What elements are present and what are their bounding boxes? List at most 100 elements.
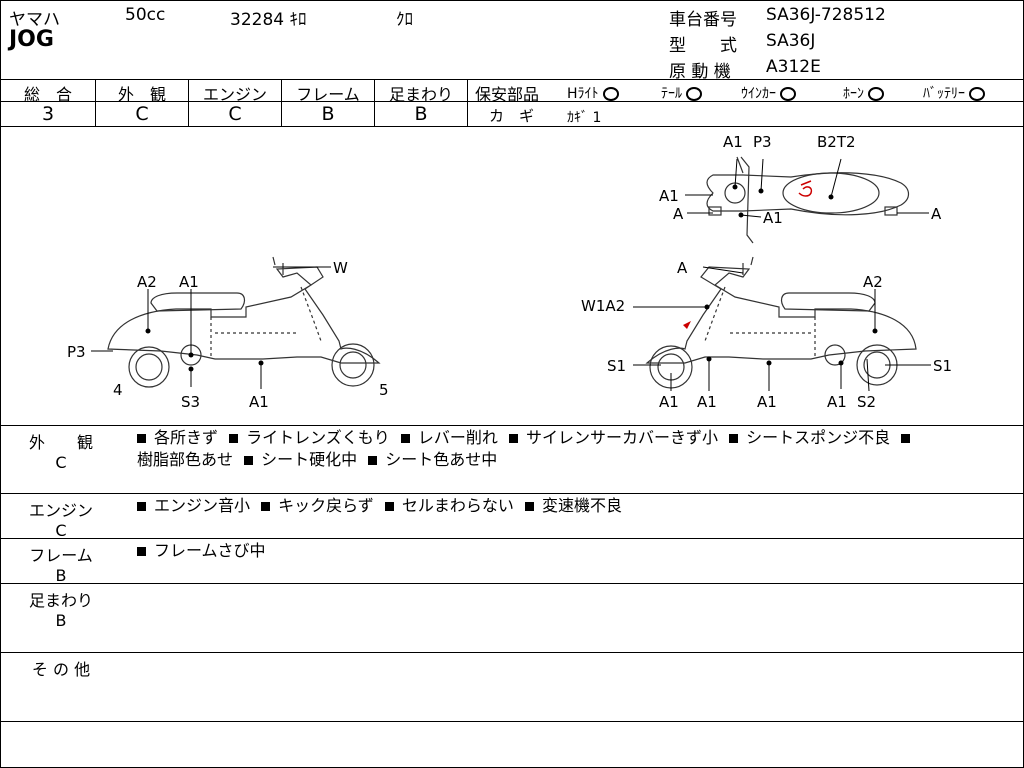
safety-taillight: ﾃｰﾙ: [661, 83, 702, 103]
damage-code: A: [931, 205, 942, 223]
divider: [1, 79, 1023, 80]
frame-no-label: 車台番号: [669, 10, 737, 30]
note-item: エンジン音小: [137, 496, 250, 515]
damage-code: S1: [933, 357, 952, 375]
ok-circle-icon: [868, 87, 884, 101]
damage-code: A1: [697, 393, 717, 411]
bullet-icon: [400, 433, 410, 443]
divider: [374, 79, 375, 126]
ok-circle-icon: [686, 87, 702, 101]
damage-code: W1A2: [581, 297, 625, 315]
section-grade: B: [55, 611, 67, 630]
grade-frame-value: B: [321, 103, 335, 125]
divider: [281, 79, 282, 126]
grade-frame-label: フレーム: [296, 85, 360, 104]
damage-code: S2: [857, 393, 876, 411]
section-engine: エンジン C: [1, 497, 121, 540]
note-item: 樹脂部色あせ: [137, 450, 234, 469]
bullet-icon: [261, 501, 271, 511]
damage-code: A1: [757, 393, 777, 411]
damage-code: P3: [67, 343, 86, 361]
safety-label: 保安部品: [475, 85, 540, 104]
note-item: シート硬化中: [244, 450, 357, 469]
damage-code: A: [677, 259, 688, 277]
key-value: ｶｷﾞ 1: [567, 110, 602, 126]
frame-no: SA36J-728512: [766, 5, 886, 25]
note-item: サイレンサーカバーきず小: [509, 428, 718, 447]
divider: [1, 721, 1023, 722]
divider: [1, 583, 1023, 584]
scooter-diagram: A2 A1 W P3 4 S3 A1 5 A A2 W1A2 S1 S1 A1 …: [67, 133, 952, 411]
bullet-icon: [901, 433, 911, 443]
damage-code: S3: [181, 393, 200, 411]
bullet-icon: [137, 546, 146, 556]
safety-horn: ﾎｰﾝ: [843, 83, 884, 103]
damage-marks: [683, 180, 813, 329]
grade-exterior-label: 外 観: [117, 85, 166, 104]
bullet-icon: [384, 501, 394, 511]
divider: [1, 425, 1023, 426]
divider: [1, 126, 1023, 127]
ok-circle-icon: [780, 87, 796, 101]
bullet-icon: [525, 501, 534, 511]
bullet-icon: [137, 433, 146, 443]
bullet-icon: [729, 433, 739, 443]
divider: [188, 79, 189, 126]
grade-overall-value: 3: [41, 103, 55, 125]
scooter-top-view: [706, 156, 910, 244]
note-item: シート色あせ中: [368, 450, 497, 469]
divider: [95, 79, 96, 126]
ok-circle-icon: [602, 87, 619, 101]
section-title: エンジン: [28, 501, 93, 520]
safety-headlight: Hﾗｲﾄ: [567, 83, 619, 103]
note-item: キック戻らず: [261, 496, 374, 515]
grade-suspension-value: B: [414, 103, 428, 125]
section-suspension: 足まわり B: [1, 587, 121, 630]
note-item: 各所きず: [137, 428, 218, 447]
damage-code: A: [673, 205, 684, 223]
section-title: 外 観: [28, 433, 93, 452]
type-label: 型 式: [669, 36, 737, 56]
damage-code: A1: [723, 133, 743, 151]
damage-code: A1: [659, 393, 679, 411]
damage-code: A2: [863, 273, 883, 291]
safety-winker: ｳｲﾝｶｰ: [741, 83, 796, 103]
note-item: セルまわらない: [384, 496, 514, 515]
section-exterior: 外 観 C: [1, 429, 121, 472]
grade-engine-value: C: [228, 103, 242, 125]
grade-suspension-label: 足まわり: [388, 85, 453, 104]
model-name: JOG: [9, 27, 54, 52]
damage-code: A1: [179, 273, 199, 291]
safety-battery: ﾊﾞｯﾃﾘｰ: [923, 83, 985, 103]
divider: [1, 538, 1023, 539]
grade-overall-label: 総 合: [23, 85, 72, 104]
damage-code: S1: [607, 357, 626, 375]
damage-code: 5: [379, 381, 389, 399]
engine-value: A312E: [766, 57, 821, 77]
damage-code: A1: [249, 393, 269, 411]
section-title: フレーム: [29, 546, 93, 565]
damage-code: A1: [763, 209, 783, 227]
divider: [1, 652, 1023, 653]
damage-code: A1: [827, 393, 847, 411]
section-grade: C: [55, 521, 67, 540]
engine-label: 原 動 機: [669, 62, 731, 82]
grade-exterior-value: C: [135, 103, 149, 125]
bullet-icon: [509, 433, 518, 443]
mileage: 32284 ｷﾛ: [230, 10, 307, 30]
note-item: 変速機不良: [525, 496, 622, 515]
ok-circle-icon: [969, 87, 985, 101]
note-item: シートスポンジ不良: [729, 428, 890, 447]
bullet-icon: [137, 501, 146, 511]
displacement: 50cc: [125, 5, 166, 25]
maker: ヤマハ: [9, 10, 60, 30]
color: ｸﾛ: [396, 10, 413, 30]
section-grade: C: [55, 453, 67, 472]
damage-code: P3: [753, 133, 772, 151]
bullet-icon: [229, 433, 239, 443]
key-label: カ ギ: [489, 107, 535, 125]
damage-code: A1: [659, 187, 679, 205]
note-item: ライトレンズくもり: [229, 428, 390, 447]
bullet-icon: [244, 455, 254, 465]
